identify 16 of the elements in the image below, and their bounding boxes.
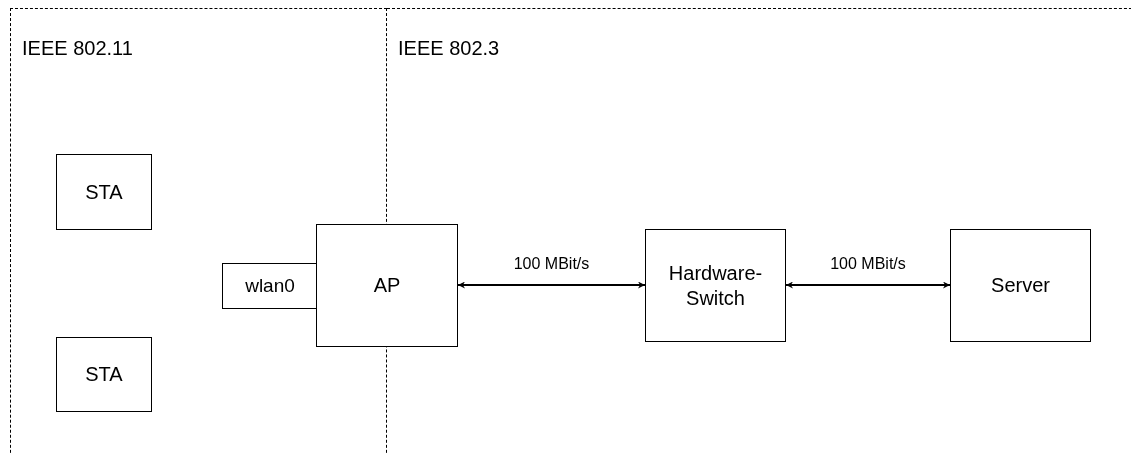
region-title: IEEE 802.11 xyxy=(22,37,133,60)
box-label: AP xyxy=(373,273,401,298)
box-label: Server xyxy=(991,273,1050,298)
device-box xyxy=(222,263,318,309)
device-box xyxy=(56,337,152,412)
device-box xyxy=(645,229,786,342)
box-label: STA xyxy=(85,179,123,205)
device-box xyxy=(56,154,152,230)
box-label: wlan0 xyxy=(245,274,295,298)
box-label: STA xyxy=(85,362,123,387)
double-arrow xyxy=(785,281,951,289)
device-box xyxy=(316,224,458,347)
region-title: IEEE 802.3 xyxy=(398,37,500,60)
box-label: Hardware-Switch xyxy=(667,260,764,311)
double-arrow xyxy=(457,281,646,289)
device-box xyxy=(950,229,1091,342)
